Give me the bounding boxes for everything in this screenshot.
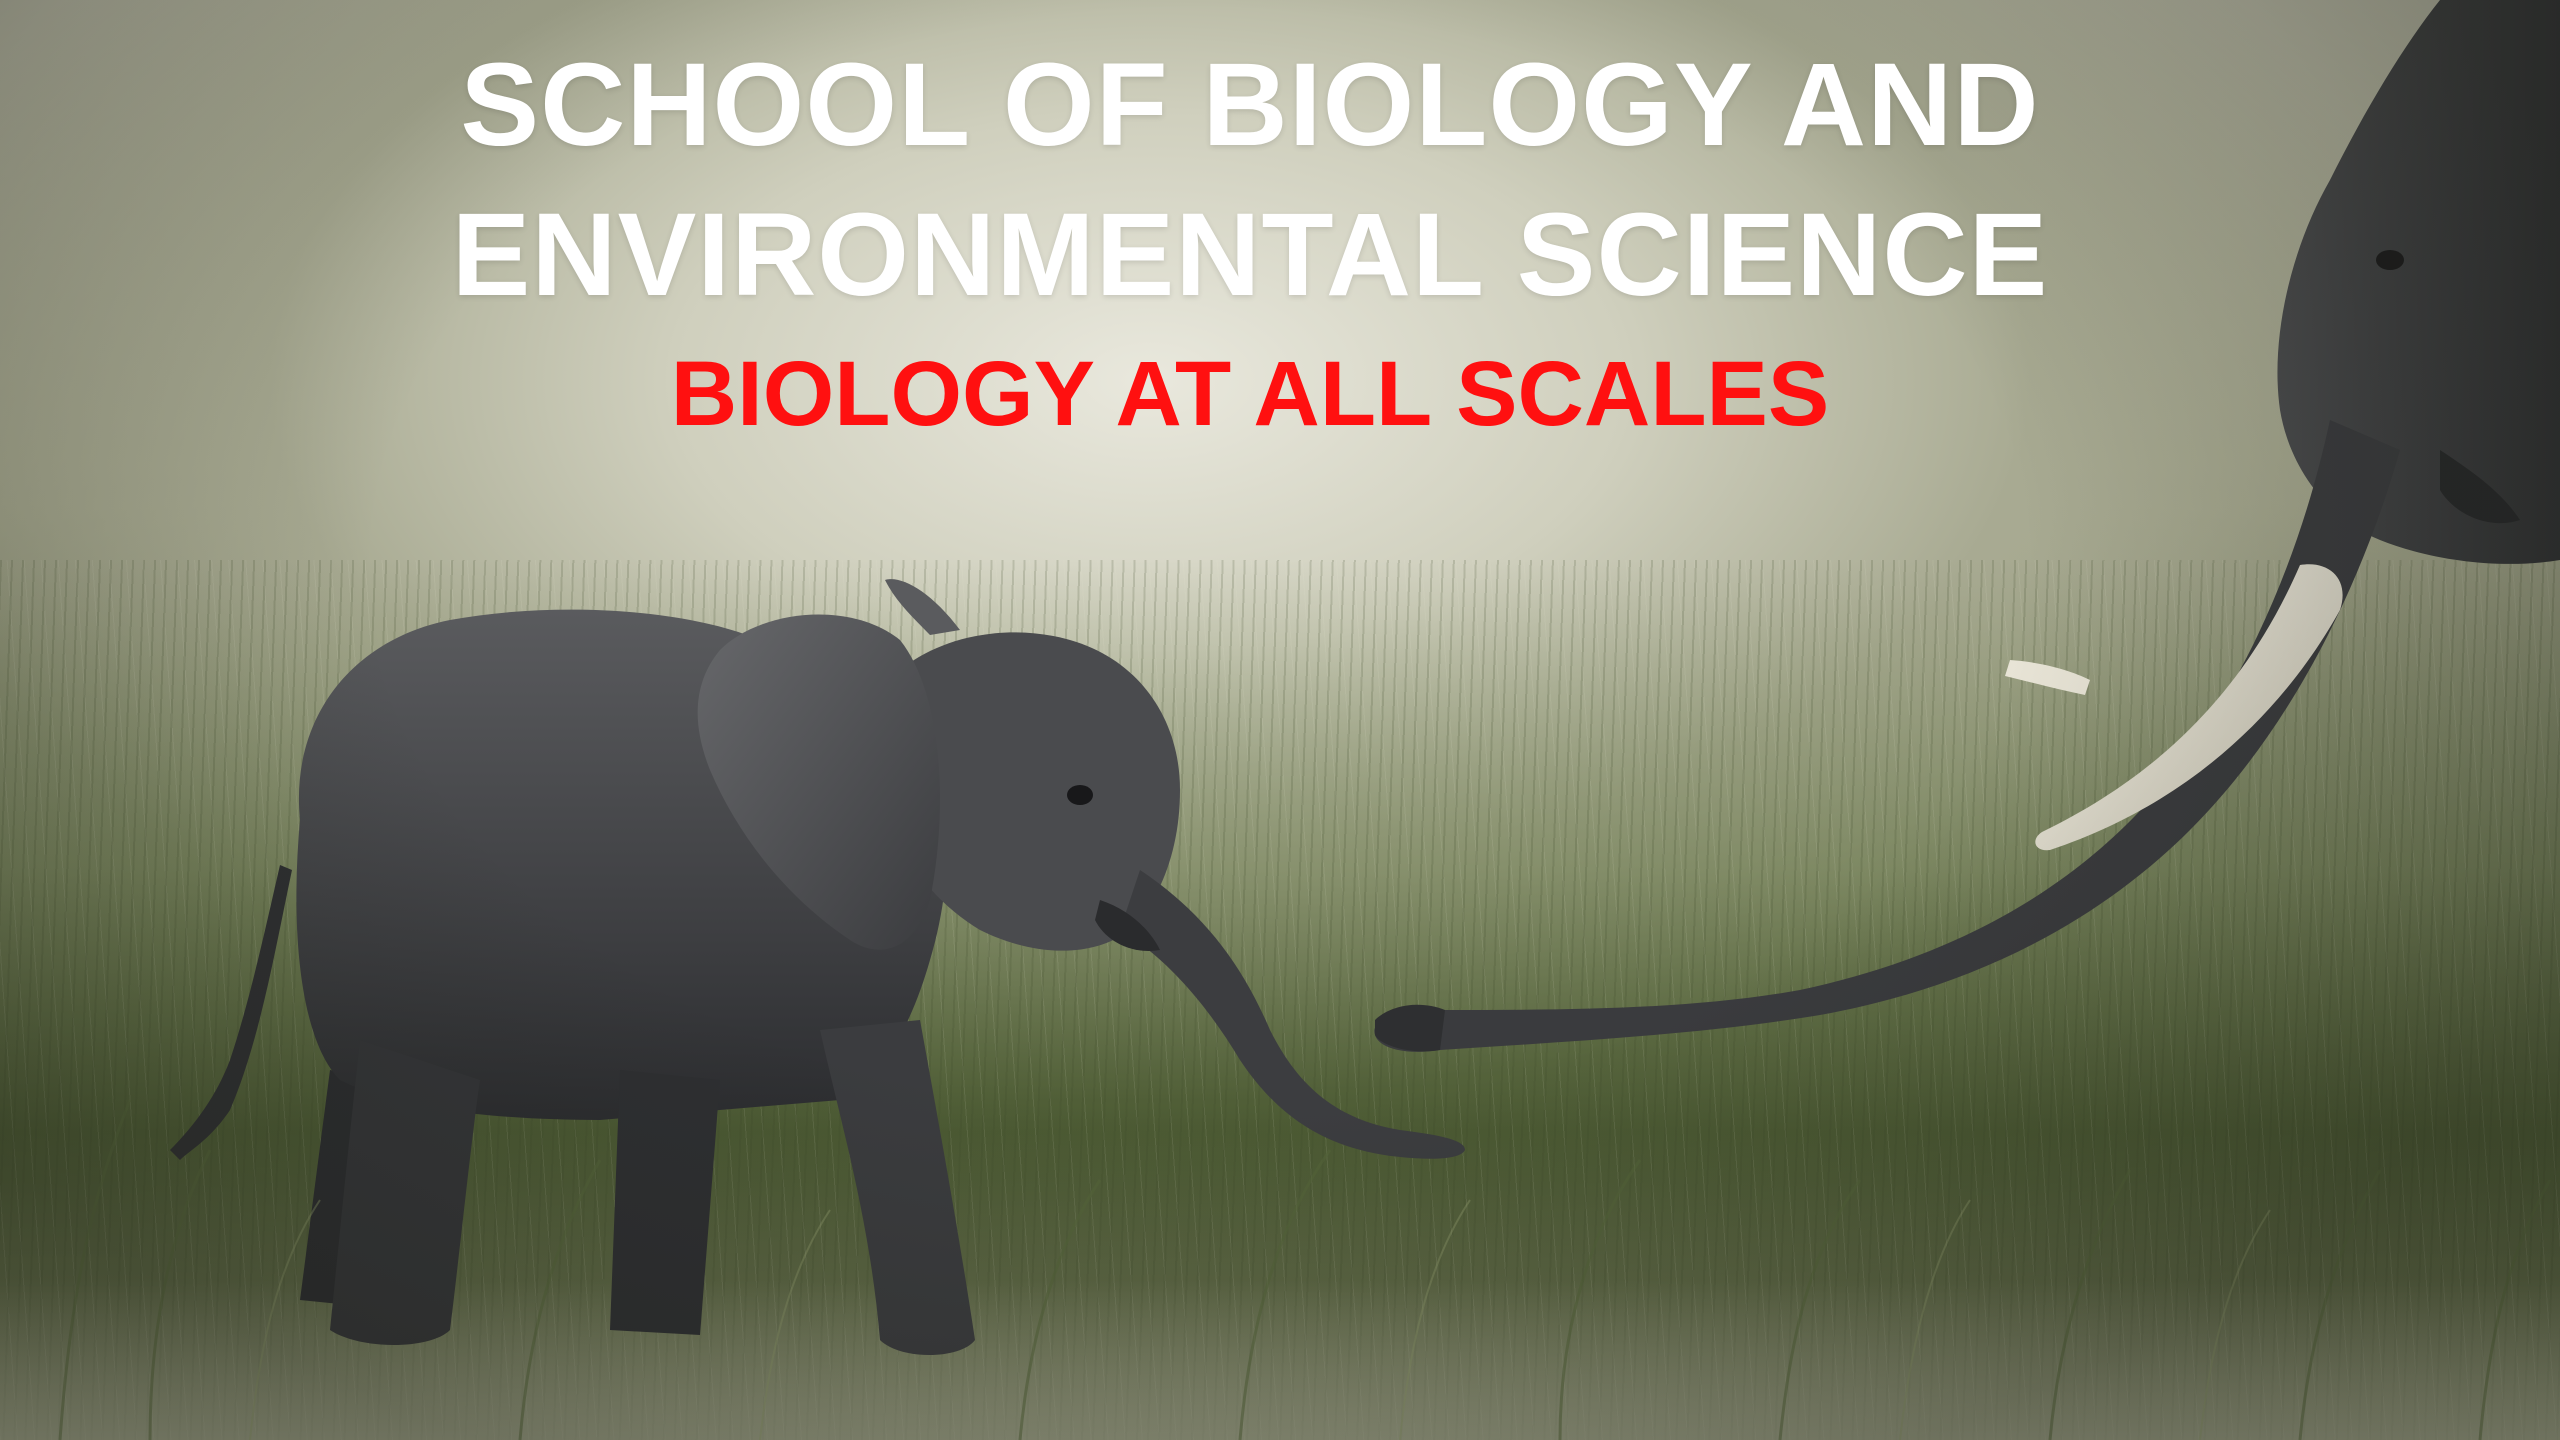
grass-blades [58,1099,2552,1440]
subtitle: BIOLOGY AT ALL SCALES [670,343,1830,445]
title-line-2: ENVIRONMENTAL SCIENCE [451,189,2049,321]
title-block: SCHOOL OF BIOLOGY AND ENVIRONMENTAL SCIE… [0,30,2500,454]
title-line-1: SCHOOL OF BIOLOGY AND [460,39,2040,171]
adult-elephant [1374,0,2560,1052]
baby-elephant [170,579,1465,1355]
